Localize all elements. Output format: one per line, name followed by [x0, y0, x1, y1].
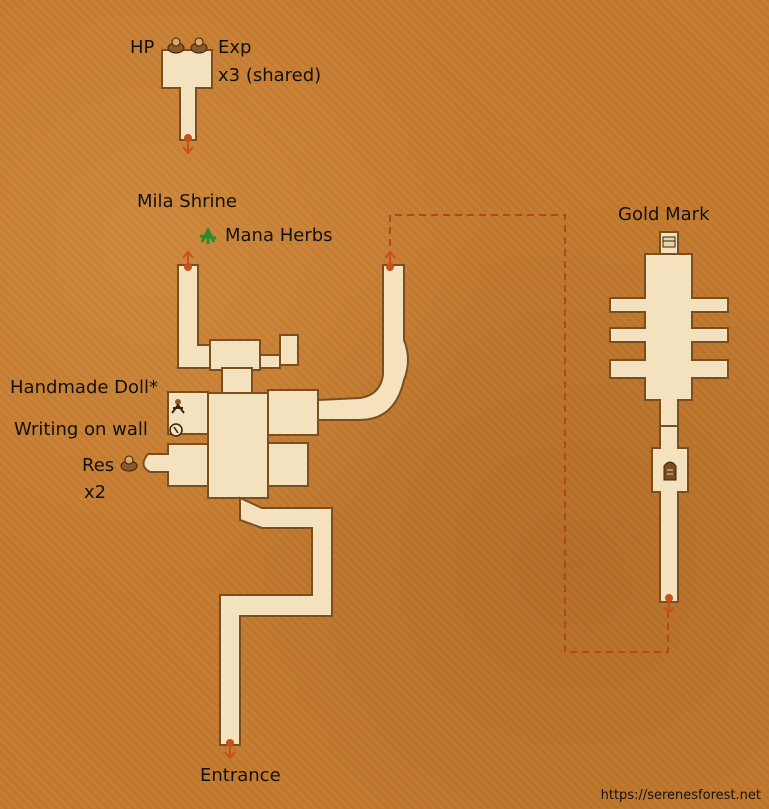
- herb-icon: [199, 226, 217, 244]
- handmade-doll-label: Handmade Doll*: [10, 377, 159, 398]
- entrance-label: Entrance: [200, 765, 281, 786]
- exp-fountain-icon: [190, 37, 208, 54]
- dashed-route: [389, 214, 669, 653]
- doll-icon: [171, 399, 185, 414]
- res-label: Res: [82, 455, 115, 476]
- mana-herbs-label: Mana Herbs: [225, 225, 333, 246]
- shared-label: x3 (shared): [218, 65, 322, 86]
- mila-shrine-label: Mila Shrine: [137, 191, 238, 212]
- exit-arrow-icon: [224, 739, 236, 760]
- res-fountain-icon: [120, 455, 138, 472]
- exit-arrow-icon: [182, 134, 194, 155]
- source-link[interactable]: https://serenesforest.net: [600, 788, 761, 803]
- writing-on-wall-label: Writing on wall: [14, 419, 148, 440]
- hp-fountain-icon: [167, 37, 185, 54]
- exit-arrow-icon: [384, 250, 396, 271]
- gold-mark-dungeon: [609, 231, 729, 603]
- res-count-label: x2: [84, 482, 107, 503]
- exit-arrow-icon: [663, 594, 675, 615]
- exp-label: Exp: [218, 37, 252, 58]
- gold-mark-label: Gold Mark: [618, 204, 710, 225]
- exit-arrow-icon: [182, 250, 194, 271]
- hp-label: HP: [130, 37, 155, 58]
- main-dungeon: [142, 264, 409, 746]
- altar-icon: [663, 461, 677, 481]
- writing-on-wall-icon: [169, 423, 183, 437]
- treasure-chest-icon: [662, 236, 676, 248]
- fountain-room: [161, 49, 213, 141]
